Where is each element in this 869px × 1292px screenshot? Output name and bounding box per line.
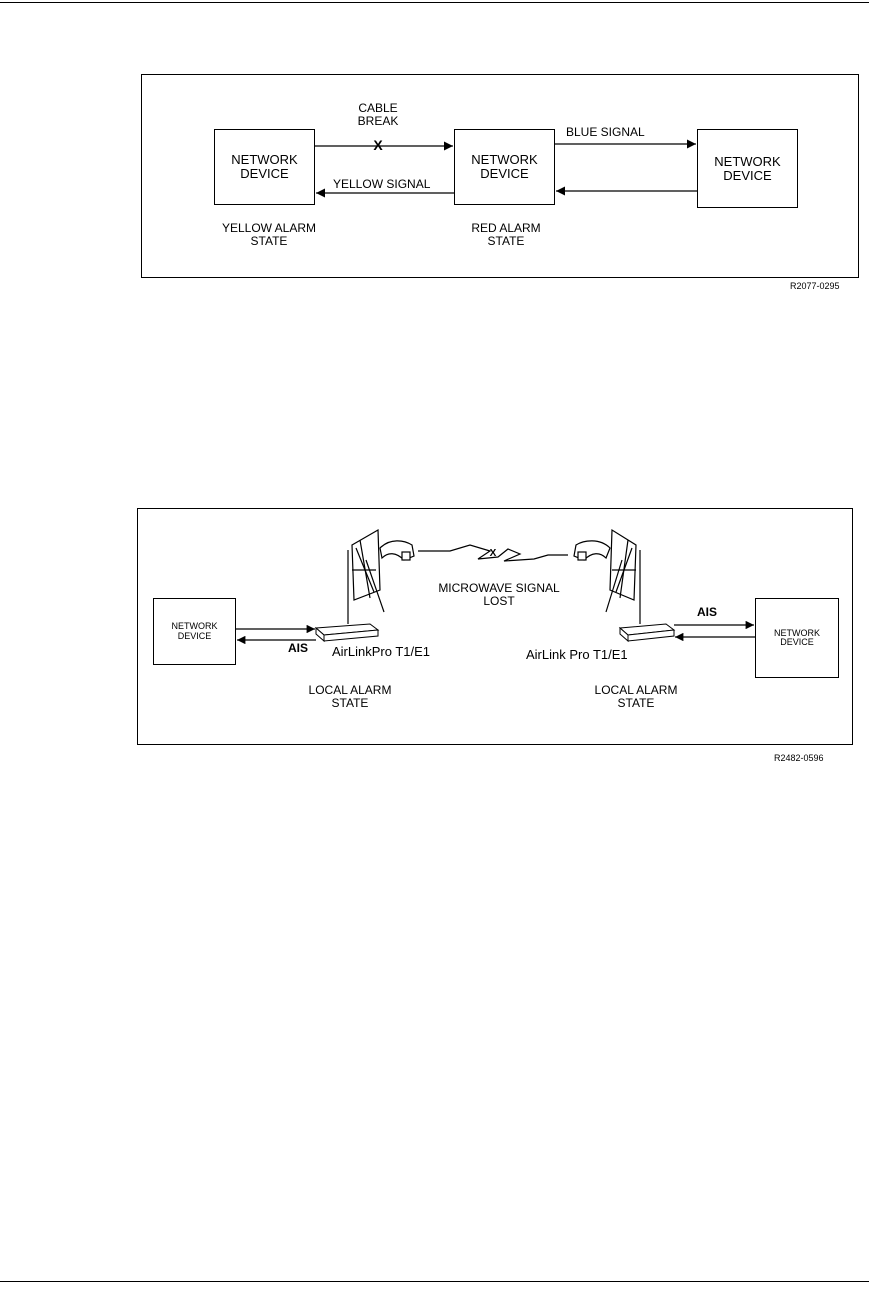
antenna-left [348, 530, 414, 624]
right-local-alarm-label: LOCAL ALARM STATE [576, 684, 696, 709]
left-airlink-label: AirLinkPro T1/E1 [332, 645, 472, 659]
airlink-unit-right [620, 624, 674, 641]
right-airlink-label: AirLink Pro T1/E1 [526, 648, 666, 662]
figure-2-code: R2482-0596 [774, 753, 824, 763]
left-local-alarm-label: LOCAL ALARM STATE [290, 684, 410, 709]
page-bottom-rule [0, 1281, 869, 1282]
antenna-right [574, 530, 640, 624]
airlink-unit-left [316, 624, 378, 641]
right-ais-label: AIS [692, 606, 722, 619]
microwave-signal-lost-label: MICROWAVE SIGNAL LOST [418, 582, 580, 607]
microwave-break-mark: X [483, 549, 503, 560]
left-ais-label: AIS [283, 642, 313, 655]
